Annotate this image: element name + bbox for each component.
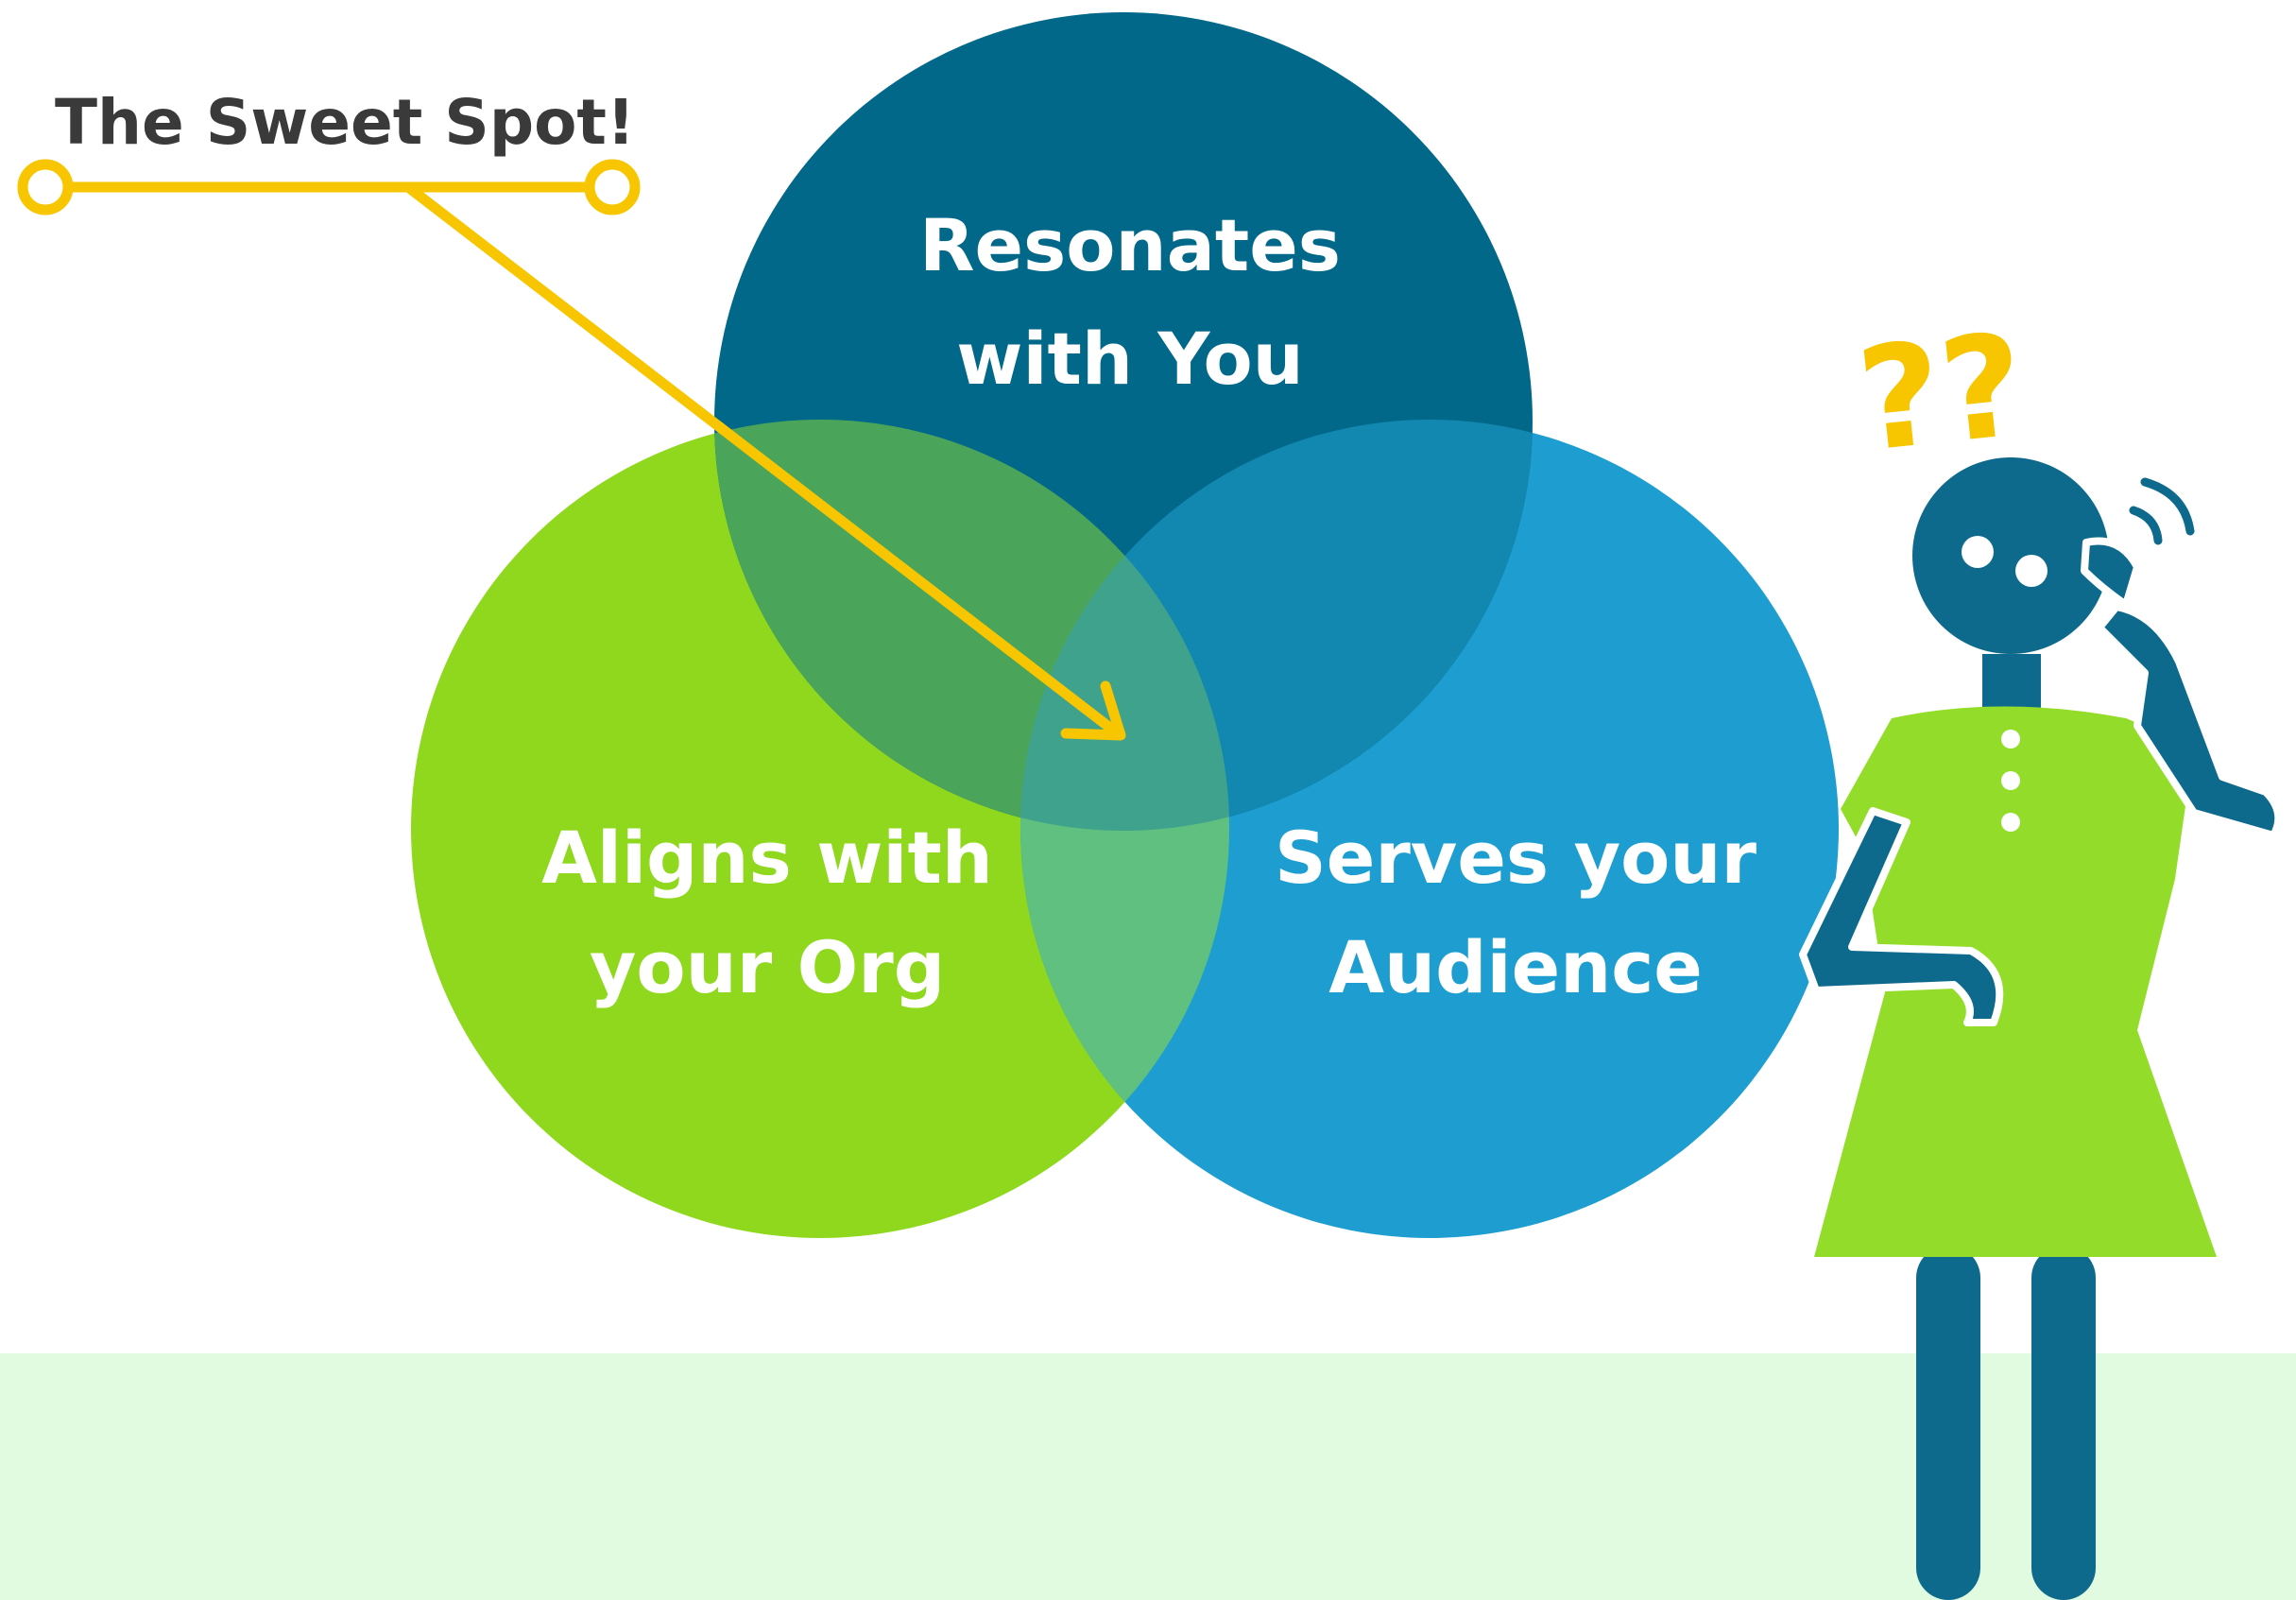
ground-band bbox=[0, 1353, 2296, 1600]
scratch-motion-icon bbox=[2129, 477, 2195, 545]
circle-top-label-line1: Resonates bbox=[919, 203, 1341, 287]
circle-right-label-line1: Serves your bbox=[1275, 816, 1756, 900]
circle-left-label-line2: your Org bbox=[590, 925, 945, 1009]
figure-right-arm bbox=[2096, 603, 2283, 839]
dress-button-1 bbox=[2001, 730, 2020, 748]
figure-left-arm bbox=[1799, 807, 2004, 1026]
figure-right-leg bbox=[2031, 1246, 2096, 1600]
circle-right-label-line2: Audience bbox=[1328, 925, 1703, 1009]
figure-dress bbox=[1814, 706, 2217, 1257]
figure-head bbox=[1912, 457, 2109, 654]
confused-person-figure: ?? bbox=[1799, 303, 2283, 1600]
sweet-spot-arrow-tip-icon bbox=[1114, 729, 1122, 736]
figure-left-eye bbox=[1962, 536, 1994, 568]
callout-connector bbox=[17, 159, 1126, 741]
figure-left-leg bbox=[1916, 1246, 1980, 1600]
circle-top-label-line2: with You bbox=[956, 317, 1304, 401]
question-marks: ?? bbox=[1851, 303, 2031, 484]
circle-left-label-line1: Aligns with bbox=[541, 816, 993, 900]
figure-right-eye bbox=[2015, 555, 2048, 587]
dress-button-3 bbox=[2001, 813, 2020, 832]
callout-text: The Sweet Spot! bbox=[55, 86, 635, 159]
dress-button-2 bbox=[2001, 771, 2020, 790]
figure-hand bbox=[2081, 537, 2141, 609]
